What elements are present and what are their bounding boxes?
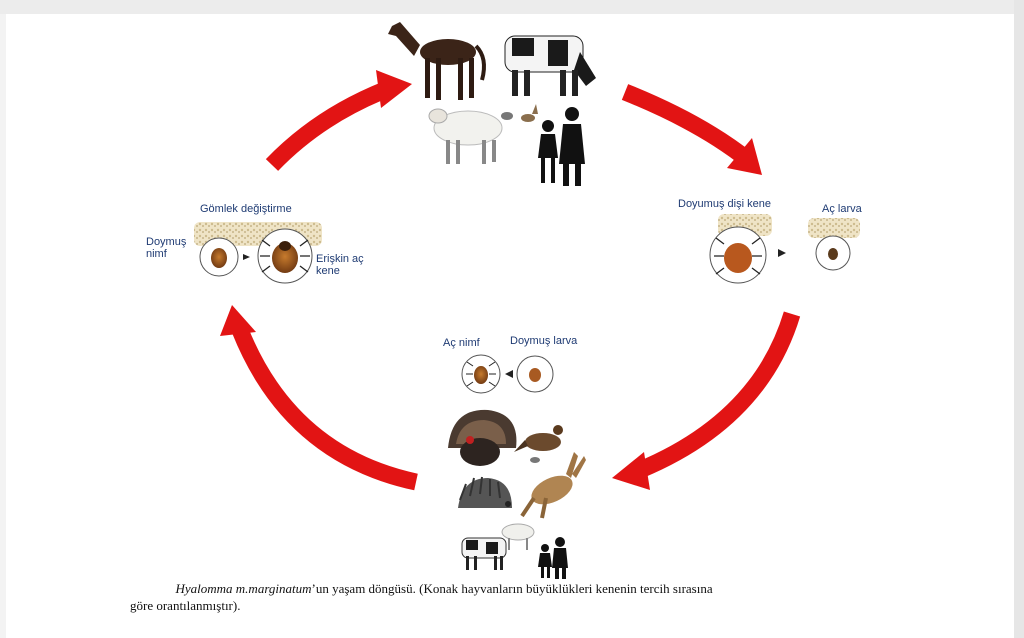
horse-icon bbox=[388, 22, 486, 100]
arrow-right-bottom bbox=[612, 311, 801, 490]
caption-text-line2: göre orantılanmıştır). bbox=[130, 598, 241, 613]
people-icon bbox=[538, 537, 568, 579]
sheep-icon bbox=[428, 108, 503, 164]
engorged-female-group bbox=[709, 214, 786, 284]
arrow-left-bottom bbox=[220, 305, 418, 491]
tick-icon bbox=[260, 239, 310, 273]
label-hungry-nymph: Aç nimf bbox=[443, 337, 480, 349]
hedgehog-icon bbox=[458, 476, 512, 508]
tick-icon bbox=[828, 248, 838, 260]
tick-icon bbox=[529, 368, 541, 382]
label-hungry-larva: Aç larva bbox=[822, 203, 862, 215]
label-engorged-nymph-line2: nimf bbox=[146, 248, 167, 260]
label-engorged-nymph-line1: Doymuş bbox=[146, 236, 187, 248]
cow-icon bbox=[461, 537, 507, 570]
caption-text-line1: ’un yaşam döngüsü. (Konak hayvanların bü… bbox=[311, 581, 713, 596]
label-adult-hungry-line1: Erişkin aç bbox=[316, 253, 364, 265]
cow-icon bbox=[504, 35, 596, 96]
frame-top bbox=[0, 0, 1024, 14]
figure-caption: Hyalomma m.marginatum’un yaşam döngüsü. … bbox=[130, 580, 910, 614]
tick-icon bbox=[714, 237, 762, 275]
caption-species: Hyalomma m.marginatum bbox=[175, 581, 312, 596]
molting-group bbox=[194, 222, 322, 284]
tick-icon bbox=[211, 248, 227, 268]
frame-left bbox=[0, 0, 6, 638]
label-adult-hungry-line2: kene bbox=[316, 265, 340, 277]
hungry-larva-group bbox=[808, 218, 860, 271]
arrow-top-right bbox=[621, 84, 762, 175]
bird-icon bbox=[514, 425, 563, 463]
small-animals-icon bbox=[501, 104, 538, 122]
people-icon bbox=[538, 107, 585, 186]
nymph-larva-group bbox=[461, 354, 554, 394]
sheep-icon bbox=[501, 523, 535, 550]
arrow-top-left bbox=[265, 70, 412, 171]
label-molting: Gömlek değiştirme bbox=[200, 203, 292, 215]
tick-icon bbox=[466, 361, 496, 387]
turkey-icon bbox=[448, 409, 517, 466]
label-engorged-larva: Doymuş larva bbox=[510, 335, 578, 347]
hare-icon bbox=[520, 452, 586, 519]
label-engorged-female: Doyumuş dişi kene bbox=[678, 198, 771, 210]
frame-right bbox=[1014, 0, 1024, 638]
